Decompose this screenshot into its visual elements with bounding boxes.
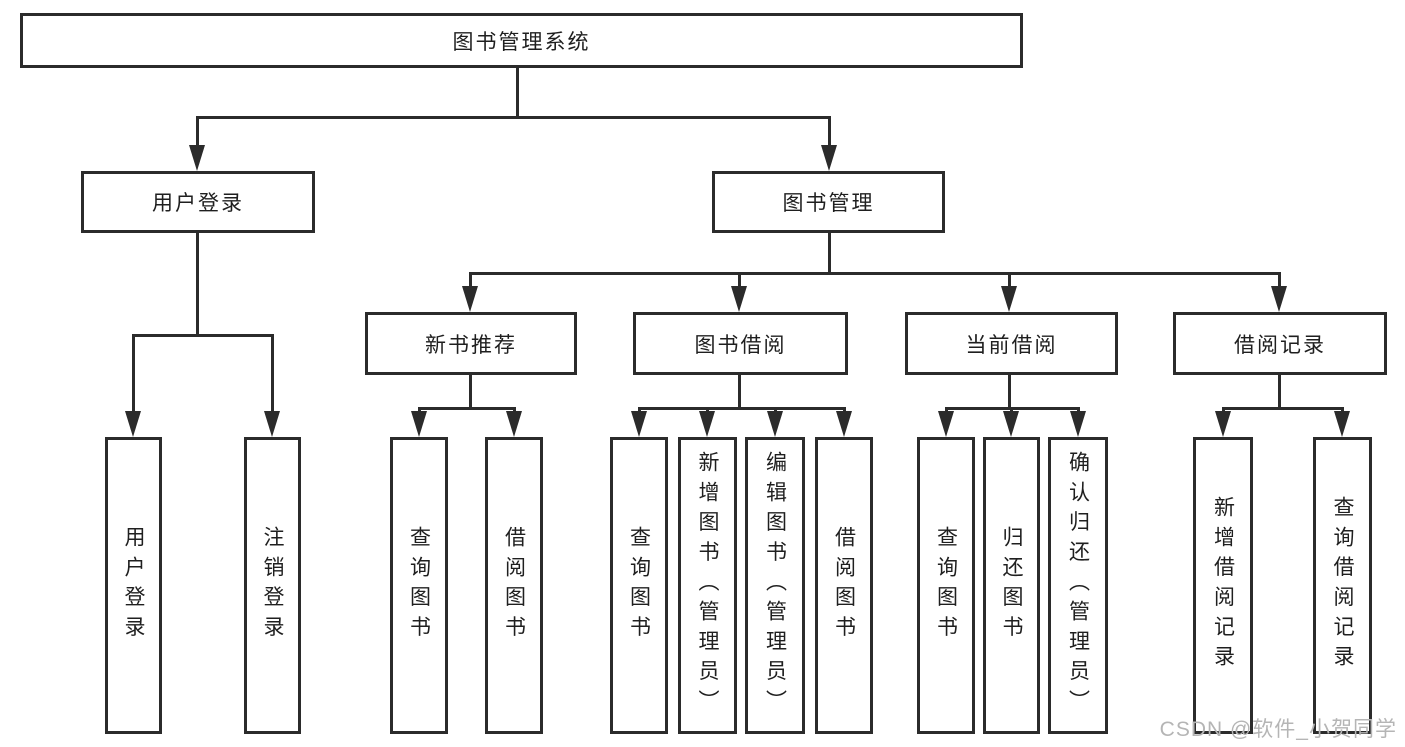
arrowhead-down-icon — [938, 411, 954, 437]
leaf-confirm-return-admin: 确认归还（管理员） — [1048, 437, 1108, 734]
arrowhead-down-icon — [699, 411, 715, 437]
leaf-borrow-query-books: 查询图书 — [610, 437, 668, 734]
leaf-add-books-admin: 新增图书（管理员） — [678, 437, 737, 734]
leaf-return-books: 归还图书 — [983, 437, 1040, 734]
arrowhead-down-icon — [506, 411, 522, 437]
connector-line — [271, 334, 274, 413]
connector-line — [469, 272, 1281, 275]
arrowhead-down-icon — [1001, 286, 1017, 312]
node-label: 借阅图书 — [832, 525, 856, 646]
arrowhead-down-icon — [1334, 411, 1350, 437]
connector-line — [196, 233, 199, 336]
node-label: 图书借阅 — [694, 333, 787, 357]
connector-line — [1008, 375, 1011, 410]
arrowhead-down-icon — [631, 411, 647, 437]
node-label: 图书管理 — [782, 192, 875, 215]
node-book-management: 图书管理 — [712, 171, 945, 233]
arrowhead-down-icon — [1215, 411, 1231, 437]
node-label: 新增图书（管理员） — [696, 451, 719, 720]
leaf-add-borrow-record: 新增借阅记录 — [1193, 437, 1253, 734]
arrowhead-down-icon — [125, 411, 141, 437]
arrowhead-down-icon — [836, 411, 852, 437]
leaf-query-borrow-record: 查询借阅记录 — [1313, 437, 1372, 734]
node-label: 当前借阅 — [965, 333, 1058, 357]
arrowhead-down-icon — [767, 411, 783, 437]
connector-line — [1278, 375, 1281, 410]
connector-line — [196, 116, 831, 119]
node-label: 注销登录 — [261, 525, 284, 646]
connector-line — [638, 407, 846, 410]
connector-line — [196, 116, 199, 147]
node-label: 新书推荐 — [425, 333, 517, 357]
node-label: 用户登录 — [152, 192, 244, 215]
leaf-borrow-books: 借阅图书 — [815, 437, 873, 734]
connector-line — [1008, 272, 1011, 288]
node-label: 确认归还（管理员） — [1066, 451, 1090, 720]
connector-line — [132, 334, 273, 337]
node-label: 查询图书 — [627, 525, 651, 646]
node-label: 查询借阅记录 — [1331, 496, 1354, 675]
leaf-edit-books-admin: 编辑图书（管理员） — [745, 437, 805, 734]
leaf-recommend-query-books: 查询图书 — [390, 437, 448, 734]
node-new-book-recommend: 新书推荐 — [365, 312, 577, 375]
node-label: 图书管理系统 — [452, 30, 591, 54]
arrowhead-down-icon — [821, 145, 837, 171]
leaf-logout: 注销登录 — [244, 437, 301, 734]
node-label: 借阅记录 — [1234, 333, 1326, 357]
arrowhead-down-icon — [1003, 411, 1019, 437]
leaf-user-login: 用户登录 — [105, 437, 162, 734]
node-label: 编辑图书（管理员） — [763, 451, 787, 720]
connector-line — [738, 272, 741, 288]
leaf-current-query-books: 查询图书 — [917, 437, 975, 734]
arrowhead-down-icon — [1271, 286, 1287, 312]
node-label: 归还图书 — [1000, 525, 1023, 646]
leaf-recommend-borrow-books: 借阅图书 — [485, 437, 543, 734]
node-current-borrow: 当前借阅 — [905, 312, 1118, 375]
connector-line — [469, 375, 472, 410]
connector-line — [738, 375, 741, 410]
csdn-watermark: CSDN @软件_小贺同学 — [1159, 718, 1397, 741]
arrowhead-down-icon — [731, 286, 747, 312]
connector-line — [828, 116, 831, 147]
connector-line — [1222, 407, 1344, 410]
connector-line — [828, 233, 831, 275]
node-label: 用户登录 — [122, 525, 145, 646]
node-user-login: 用户登录 — [81, 171, 315, 233]
arrowhead-down-icon — [462, 286, 478, 312]
node-library-system: 图书管理系统 — [20, 13, 1023, 68]
connector-line — [1278, 272, 1281, 288]
connector-line — [516, 68, 519, 118]
node-label: 查询图书 — [934, 525, 958, 646]
node-label: 借阅图书 — [502, 525, 526, 646]
arrowhead-down-icon — [264, 411, 280, 437]
connector-line — [469, 272, 472, 288]
connector-line — [132, 334, 135, 413]
node-book-borrow: 图书借阅 — [633, 312, 848, 375]
arrowhead-down-icon — [1070, 411, 1086, 437]
node-label: 新增借阅记录 — [1211, 496, 1235, 675]
arrowhead-down-icon — [189, 145, 205, 171]
node-label: 查询图书 — [407, 525, 431, 646]
arrowhead-down-icon — [411, 411, 427, 437]
connector-line — [418, 407, 516, 410]
node-borrow-records: 借阅记录 — [1173, 312, 1387, 375]
